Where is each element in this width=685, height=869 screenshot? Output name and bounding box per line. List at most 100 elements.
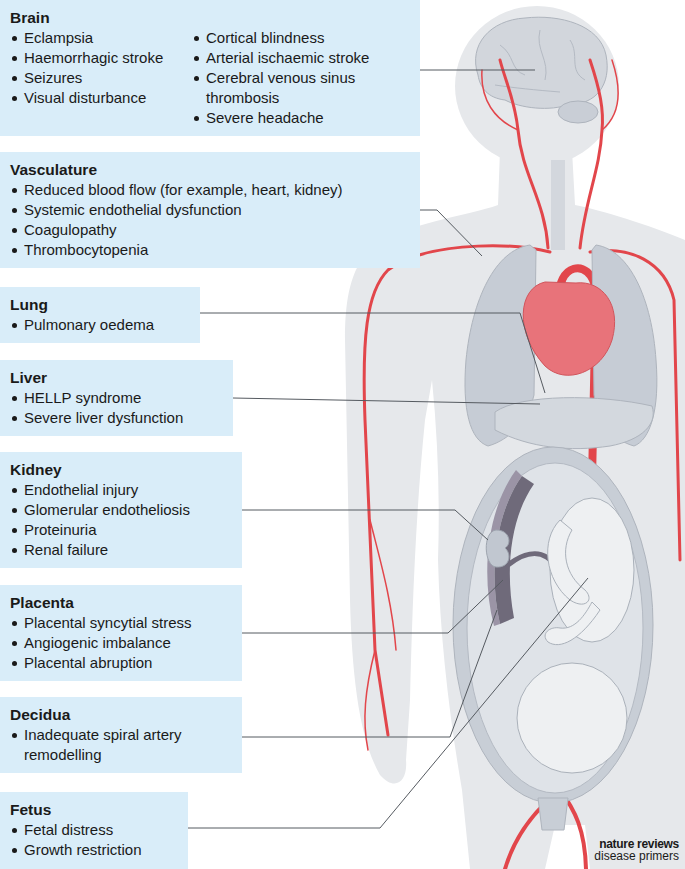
organ-heading: Lung: [10, 295, 190, 315]
liver: [495, 398, 653, 449]
bullet-item: Reduced blood flow (for example, heart, …: [10, 180, 410, 200]
bullet-item: Cerebral venous sinus thrombosis: [192, 68, 410, 108]
bullet-text: Systemic endothelial dysfunction: [24, 200, 242, 220]
bullet-dot: [12, 528, 17, 533]
leader-line: [420, 70, 535, 71]
bullet-text: HELLP syndrome: [24, 388, 141, 408]
bullet-item: Seizures: [10, 68, 192, 88]
trachea: [551, 160, 565, 250]
bullet-item: Haemorrhagic stroke: [10, 48, 192, 68]
organ-heading: Placenta: [10, 593, 232, 613]
bullet-column: Fetal distressGrowth restriction: [10, 820, 178, 860]
bullet-dot: [12, 36, 17, 41]
bullet-dot: [12, 621, 17, 626]
bullet-dot: [12, 228, 17, 233]
bullet-dot: [12, 416, 17, 421]
bullet-dot: [12, 248, 17, 253]
bullet-list: Inadequate spiral artery remodelling: [10, 725, 232, 765]
cerebellum: [558, 101, 598, 123]
leader-line: [420, 210, 482, 256]
cervix: [538, 798, 568, 830]
bullet-item: Arterial ischaemic stroke: [192, 48, 410, 68]
bullet-item: Pulmonary oedema: [10, 315, 190, 335]
arm-branch: [365, 520, 396, 750]
bullet-dot: [12, 661, 17, 666]
bullet-text: Haemorrhagic stroke: [24, 48, 163, 68]
bullet-text: Glomerular endotheliosis: [24, 500, 190, 520]
bullet-item: Renal failure: [10, 540, 232, 560]
journal-section: disease primers: [594, 850, 679, 863]
carotid-artery: [500, 60, 548, 248]
amniotic-sac: [467, 463, 643, 793]
kidney: [486, 530, 509, 567]
bullet-dot: [12, 76, 17, 81]
bullet-dot: [194, 56, 199, 61]
bullet-text: Eclampsia: [24, 28, 93, 48]
bullet-text: Proteinuria: [24, 520, 97, 540]
bullet-text: Visual disturbance: [24, 88, 146, 108]
bullet-item: Placental syncytial stress: [10, 613, 232, 633]
bullet-dot: [12, 733, 17, 738]
leader-line: [242, 580, 503, 633]
bullet-dot: [12, 508, 17, 513]
bullet-item: Systemic endothelial dysfunction: [10, 200, 410, 220]
bullet-list: Placental syncytial stressAngiogenic imb…: [10, 613, 232, 673]
bullet-column: Cortical blindnessArterial ischaemic str…: [192, 28, 410, 128]
bullet-text: Placental syncytial stress: [24, 613, 192, 633]
organ-heading: Decidua: [10, 705, 232, 725]
organ-box: LungPulmonary oedema: [0, 287, 200, 343]
organ-heading: Vasculature: [10, 160, 410, 180]
bullet-item: Thrombocytopenia: [10, 240, 410, 260]
leader-line: [242, 610, 497, 737]
bullet-dot: [12, 208, 17, 213]
head-silhouette: [455, 6, 619, 166]
bullet-dot: [12, 56, 17, 61]
organ-heading: Liver: [10, 368, 223, 388]
organ-heading: Kidney: [10, 460, 232, 480]
bullet-column: EclampsiaHaemorrhagic strokeSeizuresVisu…: [10, 28, 192, 128]
bullet-column: Pulmonary oedema: [10, 315, 190, 335]
bullet-column: Reduced blood flow (for example, heart, …: [10, 180, 410, 260]
bullet-text: Renal failure: [24, 540, 108, 560]
bullet-text: Cerebral venous sinus thrombosis: [206, 68, 410, 108]
bullet-item: Angiogenic imbalance: [10, 633, 232, 653]
organ-box: DeciduaInadequate spiral artery remodell…: [0, 697, 242, 773]
leader-line: [242, 510, 488, 540]
leader-line: [200, 313, 545, 393]
bullet-dot: [12, 96, 17, 101]
bullet-text: Coagulopathy: [24, 220, 117, 240]
bullet-text: Arterial ischaemic stroke: [206, 48, 369, 68]
bullet-text: Seizures: [24, 68, 82, 88]
bullet-dot: [194, 36, 199, 41]
bullet-item: Severe liver dysfunction: [10, 408, 223, 428]
bullet-text: Angiogenic imbalance: [24, 633, 171, 653]
bullet-text: Severe liver dysfunction: [24, 408, 183, 428]
bullet-item: Visual disturbance: [10, 88, 192, 108]
bullet-dot: [12, 548, 17, 553]
organ-box: VasculatureReduced blood flow (for examp…: [0, 152, 420, 268]
bullet-item: Cortical blindness: [192, 28, 410, 48]
bullet-column: Placental syncytial stressAngiogenic imb…: [10, 613, 232, 673]
bullet-item: Placental abruption: [10, 653, 232, 673]
leader-line: [233, 398, 540, 404]
bullet-text: Thrombocytopenia: [24, 240, 148, 260]
bullet-item: Coagulopathy: [10, 220, 410, 240]
organ-box: FetusFetal distressGrowth restriction: [0, 792, 188, 869]
organ-box: LiverHELLP syndromeSevere liver dysfunct…: [0, 360, 233, 436]
bullet-list: Endothelial injuryGlomerular endothelios…: [10, 480, 232, 560]
bullet-dot: [12, 828, 17, 833]
bullet-text: Severe headache: [206, 108, 324, 128]
bullet-item: Fetal distress: [10, 820, 178, 840]
bullet-list: Pulmonary oedema: [10, 315, 190, 335]
bullet-item: Proteinuria: [10, 520, 232, 540]
uterus: [453, 447, 653, 803]
bullet-text: Growth restriction: [24, 840, 142, 860]
bullet-dot: [12, 396, 17, 401]
bullet-text: Placental abruption: [24, 653, 152, 673]
bullet-list: Fetal distressGrowth restriction: [10, 820, 178, 860]
bullet-text: Endothelial injury: [24, 480, 138, 500]
watermark: nature reviewsdisease primers: [594, 838, 679, 863]
fetus-head: [517, 663, 627, 773]
bullet-item: Inadequate spiral artery remodelling: [10, 725, 232, 765]
